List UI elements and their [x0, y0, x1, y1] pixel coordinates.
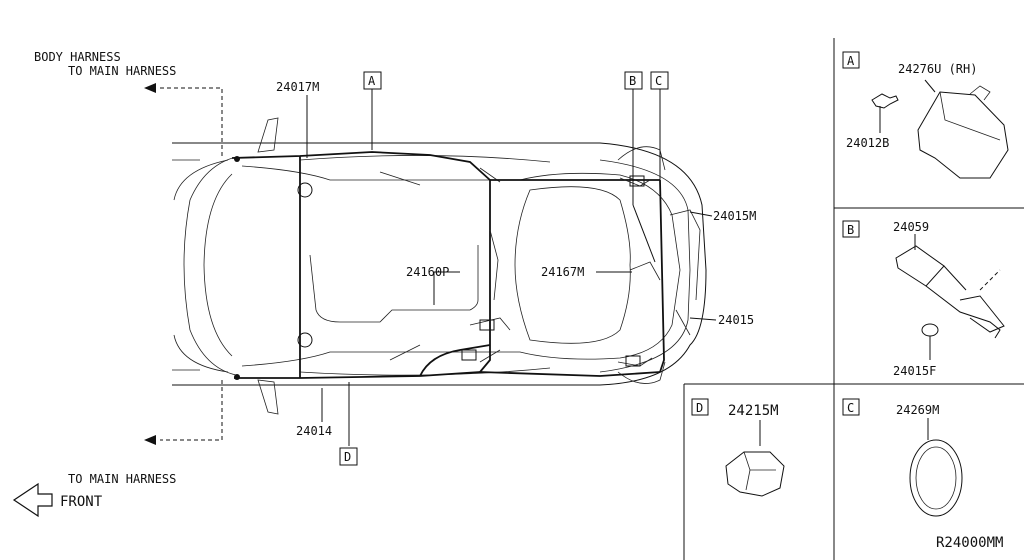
panel-a-part-24012b: 24012B: [846, 136, 889, 150]
panel-frames: [683, 38, 1024, 560]
panel-c: C 24269M: [842, 398, 963, 517]
front-label: FRONT: [60, 494, 103, 510]
svg-text:D: D: [344, 450, 351, 464]
callout-leaders: [306, 88, 717, 446]
panel-d-part-24215m: 24215M: [728, 403, 779, 419]
svg-text:A: A: [368, 74, 376, 88]
panel-c-part-24269m: 24269M: [896, 403, 939, 417]
diagram-code: R24000MM: [936, 535, 1003, 551]
callout-24017m: 24017M: [276, 80, 319, 94]
callout-24015: 24015: [718, 313, 754, 327]
panel-a: A 24276U (RH) 24012B: [842, 51, 1009, 179]
panel-a-letter: A: [847, 54, 855, 68]
panel-a-part-24276u: 24276U (RH): [898, 62, 977, 76]
svg-text:B: B: [629, 74, 636, 88]
wiring-harness: [231, 151, 701, 380]
to-main-harness-note: TO MAIN HARNESS: [68, 472, 176, 486]
body-harness-note-line2: TO MAIN HARNESS: [68, 64, 176, 78]
panel-b-part-24015f: 24015F: [893, 364, 936, 378]
panel-d: D 24215M: [691, 398, 785, 497]
panel-d-letter: D: [696, 401, 703, 415]
panel-b-letter: B: [847, 223, 854, 237]
ref-box-b: B: [624, 71, 643, 90]
callout-24015m: 24015M: [713, 209, 756, 223]
body-harness-note-line1: BODY HARNESS: [34, 50, 121, 64]
ref-box-c: C: [650, 71, 669, 90]
upper-harness-arrow: [144, 83, 223, 156]
lower-harness-arrow: [144, 380, 223, 445]
front-arrow-icon: [12, 482, 53, 518]
callout-24160p: 24160P: [406, 265, 449, 279]
panel-b-part-24059: 24059: [893, 220, 929, 234]
ref-box-d: D: [339, 447, 358, 466]
ref-box-a: A: [363, 71, 382, 90]
callout-24167m: 24167M: [541, 265, 584, 279]
svg-text:C: C: [655, 74, 662, 88]
panel-c-letter: C: [847, 401, 854, 415]
panel-b: B 24059 24015F: [842, 220, 1005, 378]
callout-24014: 24014: [296, 424, 332, 438]
